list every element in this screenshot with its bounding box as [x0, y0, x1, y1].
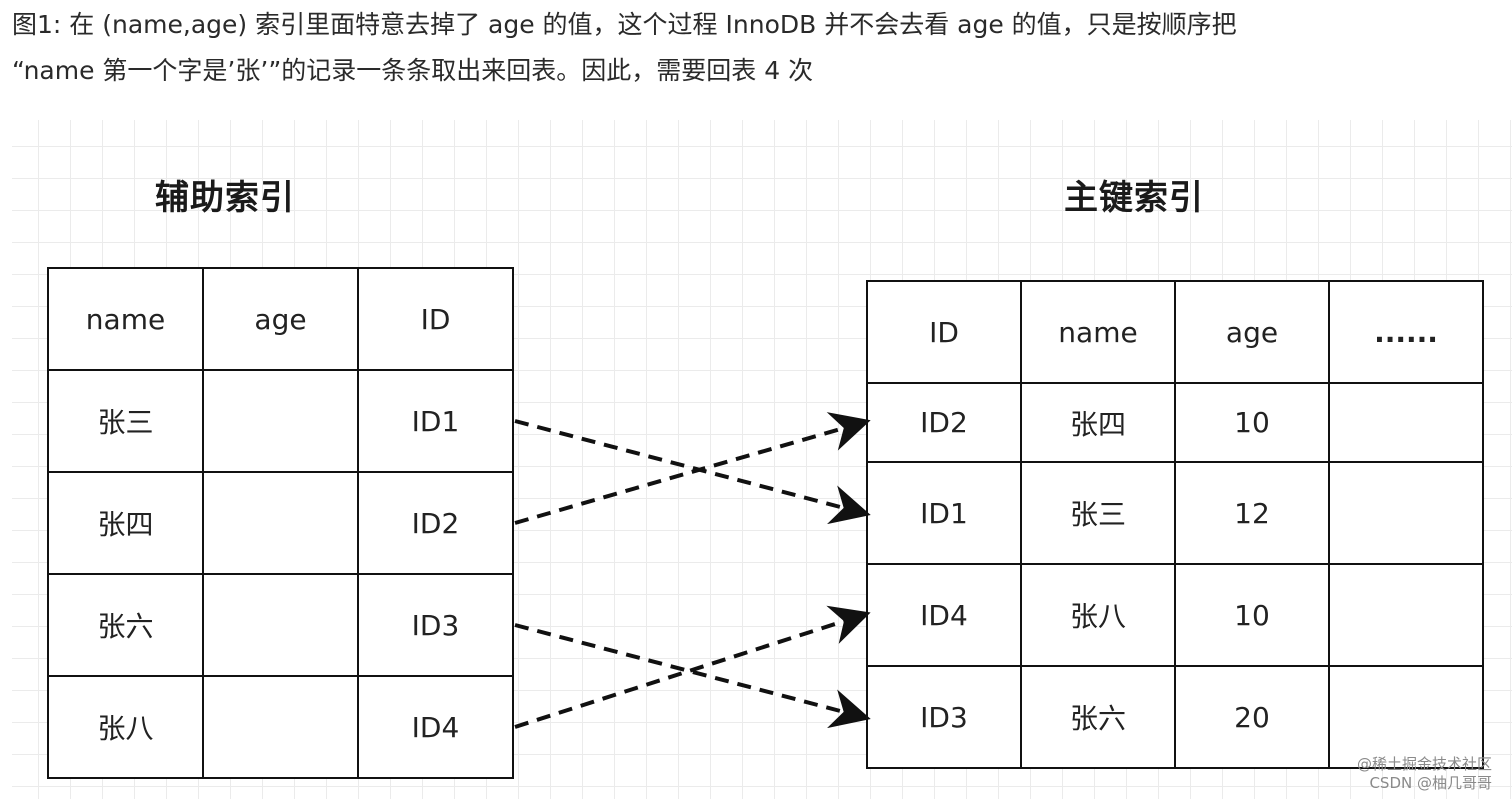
- caption-line-2: “name 第一个字是’张’”的记录一条条取出来回表。因此，需要回表 4 次: [12, 56, 814, 85]
- age-cell: [202, 573, 359, 677]
- age-cell: 10: [1174, 382, 1330, 463]
- watermark-line-1: @稀土掘金技术社区: [1356, 755, 1492, 773]
- age-cell: 20: [1174, 665, 1330, 769]
- name-cell: 张六: [1020, 665, 1176, 769]
- secondary-index-title: 辅助索引: [155, 178, 295, 218]
- other-cell: [1328, 563, 1484, 667]
- header-cell: ......: [1328, 280, 1484, 384]
- other-cell: [1328, 461, 1484, 565]
- header-cell: age: [1174, 280, 1330, 384]
- name-cell: 张八: [47, 675, 204, 779]
- secondary-index-table: name age ID 张三 ID1 张四 ID2 张六 ID3 张八 ID4: [47, 267, 514, 779]
- table-row: 张八 ID4: [47, 675, 514, 779]
- table-header-row: name age ID: [47, 267, 514, 371]
- id-cell: ID4: [357, 675, 514, 779]
- table-row: 张三 ID1: [47, 369, 514, 473]
- table-row: 张六 ID3: [47, 573, 514, 677]
- id-cell: ID2: [357, 471, 514, 575]
- id-cell: ID3: [357, 573, 514, 677]
- age-cell: 12: [1174, 461, 1330, 565]
- age-cell: 10: [1174, 563, 1330, 667]
- age-cell: [202, 471, 359, 575]
- header-cell: name: [1020, 280, 1176, 384]
- header-cell: name: [47, 267, 204, 371]
- table-row: 张四 ID2: [47, 471, 514, 575]
- watermark-line-2: CSDN @柚几哥哥: [1369, 774, 1492, 792]
- name-cell: 张六: [47, 573, 204, 677]
- id-cell: ID3: [866, 665, 1022, 769]
- name-cell: 张三: [47, 369, 204, 473]
- id-cell: ID1: [866, 461, 1022, 565]
- header-cell: ID: [357, 267, 514, 371]
- table-row: ID4 张八 10: [866, 563, 1484, 667]
- age-cell: [202, 369, 359, 473]
- age-cell: [202, 675, 359, 779]
- primary-index-title: 主键索引: [1064, 178, 1204, 218]
- id-cell: ID1: [357, 369, 514, 473]
- header-cell: age: [202, 267, 359, 371]
- table-row: ID3 张六 20: [866, 665, 1484, 769]
- other-cell: [1328, 382, 1484, 463]
- id-cell: ID2: [866, 382, 1022, 463]
- caption-line-1: 图1: 在 (name,age) 索引里面特意去掉了 age 的值，这个过程 I…: [12, 10, 1237, 39]
- table-row: ID1 张三 12: [866, 461, 1484, 565]
- name-cell: 张八: [1020, 563, 1176, 667]
- primary-index-table: ID name age ...... ID2 张四 10 ID1 张三 12 I…: [866, 280, 1484, 769]
- name-cell: 张三: [1020, 461, 1176, 565]
- id-cell: ID4: [866, 563, 1022, 667]
- other-cell: [1328, 665, 1484, 769]
- watermark: @稀土掘金技术社区 CSDN @柚几哥哥: [1357, 755, 1492, 793]
- table-row: ID2 张四 10: [866, 382, 1484, 463]
- name-cell: 张四: [1020, 382, 1176, 463]
- figure-caption: 图1: 在 (name,age) 索引里面特意去掉了 age 的值，这个过程 I…: [12, 2, 1492, 94]
- header-cell: ID: [866, 280, 1022, 384]
- name-cell: 张四: [47, 471, 204, 575]
- table-header-row: ID name age ......: [866, 280, 1484, 384]
